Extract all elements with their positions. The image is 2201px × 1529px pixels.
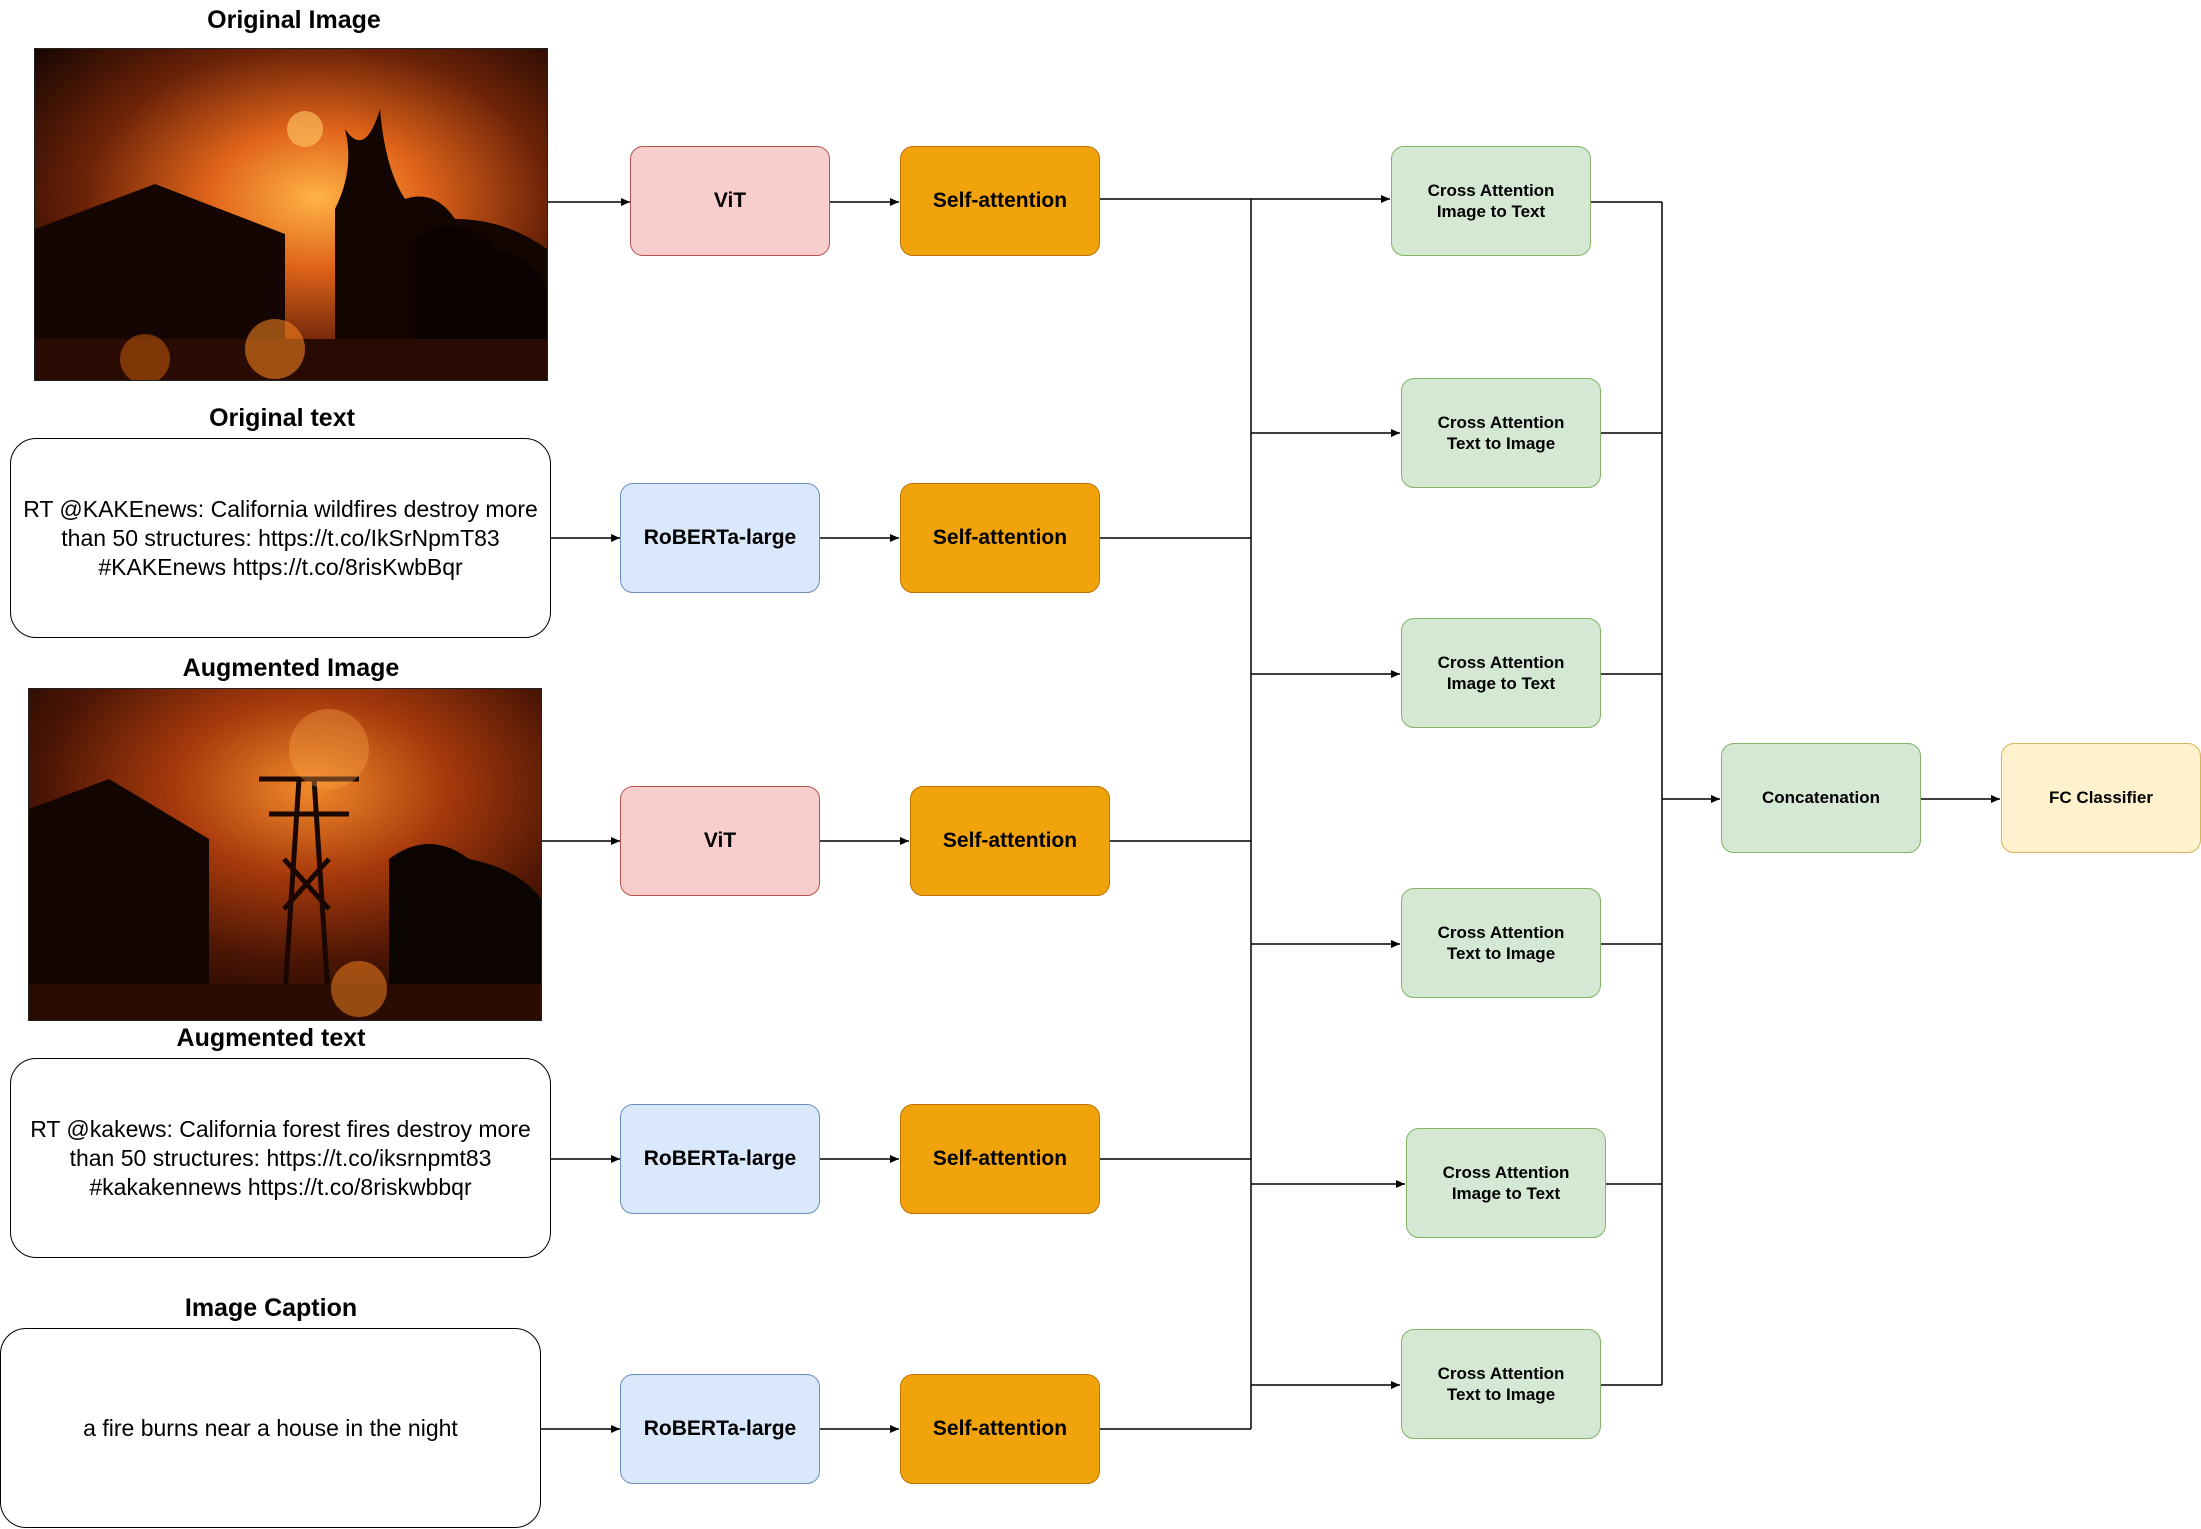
vit-encoder-augmented: ViT xyxy=(620,786,820,896)
concatenation-block: Concatenation xyxy=(1721,743,1921,853)
augmented-text-line: than 50 structures: https://t.co/iksrnpm… xyxy=(69,1144,492,1171)
cross-attention-block-2: Cross Attention Text to Image xyxy=(1401,378,1601,488)
image-caption-title: Image Caption xyxy=(184,1294,358,1322)
cross-attention-direction: Image to Text xyxy=(1436,202,1546,221)
vit-encoder-original: ViT xyxy=(630,146,830,256)
cross-attention-block-5: Cross Attention Image to Text xyxy=(1406,1128,1606,1238)
self-attention-2: Self-attention xyxy=(900,483,1100,593)
augmented-text-line: RT @kakews: California forest fires dest… xyxy=(30,1115,531,1142)
original-text-line: #KAKEnews https://t.co/8risKwbBqr xyxy=(98,553,463,580)
original-wildfire-image xyxy=(34,48,548,381)
self-attention-3: Self-attention xyxy=(910,786,1110,896)
cross-attention-label: Cross Attention xyxy=(1437,923,1565,942)
augmented-text-title: Augmented text xyxy=(176,1024,366,1052)
cross-attention-block-6: Cross Attention Text to Image xyxy=(1401,1329,1601,1439)
cross-attention-direction: Image to Text xyxy=(1451,1184,1561,1203)
original-text-title: Original text xyxy=(209,404,355,432)
original-text-line: than 50 structures: https://t.co/IkSrNpm… xyxy=(61,524,500,551)
roberta-encoder-augmented-text: RoBERTa-large xyxy=(620,1104,820,1214)
cross-attention-block-1: Cross Attention Image to Text xyxy=(1391,146,1591,256)
self-attention-4: Self-attention xyxy=(900,1104,1100,1214)
cross-attention-direction: Image to Text xyxy=(1446,674,1556,693)
augmented-wildfire-image xyxy=(28,688,542,1021)
cross-attention-block-3: Cross Attention Image to Text xyxy=(1401,618,1601,728)
augmented-text-line: #kakakennews https://t.co/8riskwbbqr xyxy=(89,1173,472,1200)
cross-attention-direction: Text to Image xyxy=(1446,944,1556,963)
augmented-text-box: RT @kakews: California forest fires dest… xyxy=(10,1058,551,1258)
original-text-line: RT @KAKEnews: California wildfires destr… xyxy=(23,495,538,522)
fc-classifier-block: FC Classifier xyxy=(2001,743,2201,853)
cross-attention-direction: Text to Image xyxy=(1446,1385,1556,1404)
image-caption-text: a fire burns near a house in the night xyxy=(83,1414,458,1441)
original-image-title: Original Image xyxy=(207,6,381,34)
roberta-encoder-original-text: RoBERTa-large xyxy=(620,483,820,593)
original-text-box: RT @KAKEnews: California wildfires destr… xyxy=(10,438,551,638)
self-attention-1: Self-attention xyxy=(900,146,1100,256)
cross-attention-direction: Text to Image xyxy=(1446,434,1556,453)
cross-attention-label: Cross Attention xyxy=(1442,1163,1570,1182)
augmented-image-title: Augmented Image xyxy=(182,654,400,682)
cross-attention-label: Cross Attention xyxy=(1437,413,1565,432)
cross-attention-label: Cross Attention xyxy=(1427,181,1555,200)
self-attention-5: Self-attention xyxy=(900,1374,1100,1484)
cross-attention-block-4: Cross Attention Text to Image xyxy=(1401,888,1601,998)
cross-attention-label: Cross Attention xyxy=(1437,653,1565,672)
roberta-encoder-caption: RoBERTa-large xyxy=(620,1374,820,1484)
image-caption-box: a fire burns near a house in the night xyxy=(0,1328,541,1528)
cross-attention-label: Cross Attention xyxy=(1437,1364,1565,1383)
